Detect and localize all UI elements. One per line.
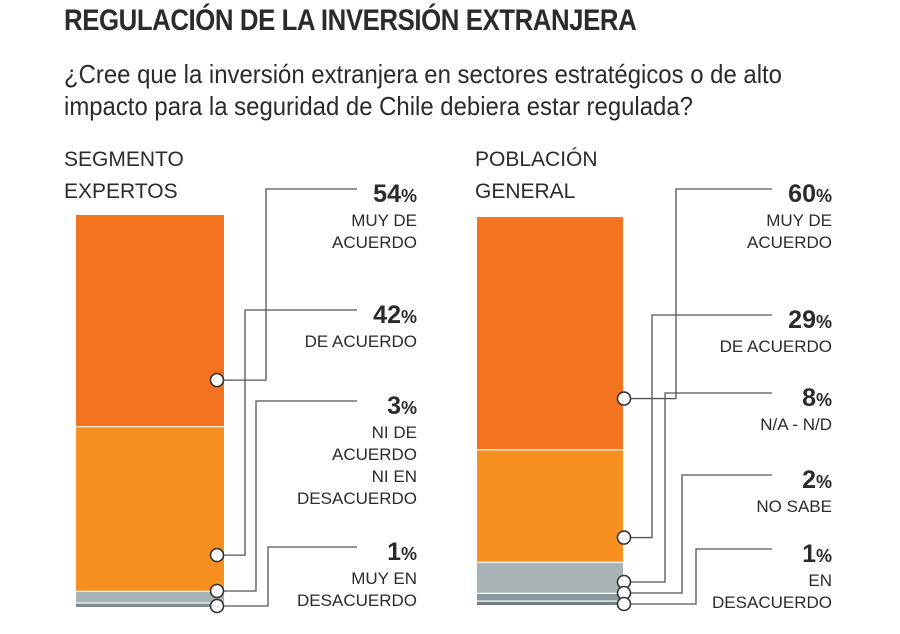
chart-0-marker-circle bbox=[209, 372, 225, 388]
chart-1-value-label: 2% bbox=[802, 466, 832, 494]
chart-1-category-label: NO SABE bbox=[756, 497, 832, 516]
chart-1-value-unit: % bbox=[816, 390, 832, 410]
chart-1-category-label: DE ACUERDO bbox=[720, 337, 832, 356]
chart-0-value-unit: % bbox=[401, 186, 417, 206]
chart-1-value-label: 29% bbox=[788, 306, 832, 334]
chart-1-value-label: 8% bbox=[802, 384, 832, 412]
chart-0-marker-circle bbox=[209, 583, 225, 599]
chart-1-bar-segment bbox=[477, 562, 623, 594]
chart-0-leader-line bbox=[223, 546, 357, 607]
chart-1-value-number: 2 bbox=[802, 466, 816, 494]
chart-1-category-label: ACUERDO bbox=[747, 233, 832, 252]
chart-0-value-number: 1 bbox=[387, 538, 401, 566]
chart-0-category-label: MUY EN bbox=[351, 569, 417, 588]
chart-0-bar-segment bbox=[76, 591, 224, 604]
chart-1-category-label: MUY DE bbox=[766, 211, 832, 230]
chart-1-value-label: 1% bbox=[802, 540, 832, 568]
chart-1-value-number: 60 bbox=[788, 180, 816, 208]
chart-1-marker-circle bbox=[616, 530, 632, 545]
chart-1-bar-segment bbox=[477, 593, 623, 602]
survey-question: ¿Cree que la inversión extranjera en sec… bbox=[64, 59, 782, 121]
chart-0-category-label: NI DE bbox=[372, 423, 417, 442]
chart-0-title-line: SEGMENTO bbox=[64, 148, 184, 171]
chart-1-value-unit: % bbox=[816, 186, 832, 206]
chart-1-value-unit: % bbox=[816, 546, 832, 566]
chart-1-marker-circle bbox=[616, 596, 632, 612]
chart-1-value-number: 8 bbox=[802, 384, 816, 412]
chart-0-leader-line bbox=[223, 309, 357, 556]
chart-0-category-label: NI EN bbox=[372, 467, 417, 486]
chart-1-leader-line bbox=[630, 474, 772, 594]
chart-1-category-label: N/A - N/D bbox=[760, 415, 832, 434]
chart-0-category-label: ACUERDO bbox=[332, 445, 417, 464]
chart-1-bar-segment bbox=[477, 217, 623, 450]
chart-0-value-number: 42 bbox=[373, 301, 401, 329]
chart-0-category-label: DESACUERDO bbox=[297, 489, 417, 508]
chart-1-category-label: DESACUERDO bbox=[712, 593, 832, 612]
chart-0-marker-circle bbox=[209, 598, 225, 614]
chart-0-bar-segment bbox=[76, 215, 224, 427]
chart-1-title-line: GENERAL bbox=[475, 180, 575, 203]
chart-1-value-unit: % bbox=[816, 312, 832, 332]
chart-0-value-number: 3 bbox=[387, 392, 401, 420]
chart-0-value-label: 42% bbox=[373, 301, 417, 329]
chart-1-value-label: 60% bbox=[788, 180, 832, 208]
chart-0-value-label: 3% bbox=[387, 392, 417, 420]
chart-0-value-unit: % bbox=[401, 398, 417, 418]
chart-0-value-unit: % bbox=[401, 307, 417, 327]
chart-0-category-label: DESACUERDO bbox=[297, 591, 417, 610]
chart-0-bar-segment bbox=[76, 603, 224, 607]
chart-title: REGULACIÓN DE LA INVERSIÓN EXTRANJERA bbox=[64, 4, 637, 37]
chart-1-value-number: 1 bbox=[802, 540, 816, 568]
chart-0-leader-line bbox=[223, 400, 357, 592]
chart-0-marker-circle bbox=[209, 547, 225, 563]
chart-0-value-label: 54% bbox=[373, 180, 417, 208]
chart-1-leader-line bbox=[630, 548, 772, 605]
chart-1-leader-line bbox=[630, 314, 772, 539]
chart-1-value-number: 29 bbox=[788, 306, 816, 334]
chart-0-bar-segment bbox=[76, 426, 224, 592]
chart-1-marker-circle bbox=[616, 391, 632, 406]
chart-1-value-unit: % bbox=[816, 472, 832, 492]
chart-0-category-label: DE ACUERDO bbox=[305, 332, 417, 351]
chart-1-title-line: POBLACIÓN bbox=[475, 148, 598, 171]
chart-0-category-label: ACUERDO bbox=[332, 233, 417, 252]
chart-0-category-label: MUY DE bbox=[351, 211, 417, 230]
chart-1-category-label: EN bbox=[808, 571, 832, 590]
chart-1-leader-line bbox=[630, 392, 772, 583]
chart-0-title-line: EXPERTOS bbox=[64, 180, 178, 203]
chart-0-value-unit: % bbox=[401, 544, 417, 564]
chart-1-bar-segment bbox=[477, 449, 623, 563]
chart-0-value-number: 54 bbox=[373, 180, 401, 208]
chart-1-bar-segment bbox=[477, 601, 623, 605]
chart-0-value-label: 1% bbox=[387, 538, 417, 566]
chart-0-leader-line bbox=[223, 188, 357, 381]
chart-1-leader-line bbox=[630, 188, 772, 400]
